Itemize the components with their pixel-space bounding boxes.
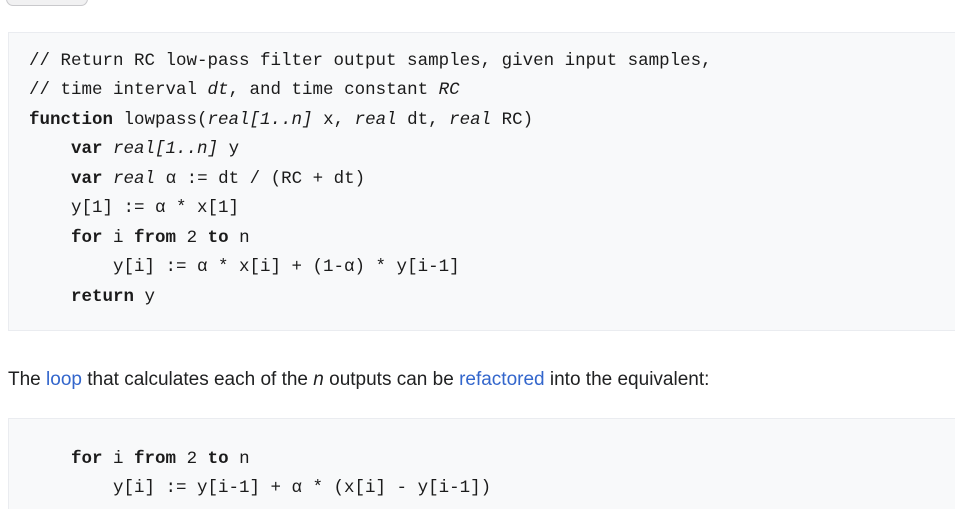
code-text: α := dt / (RC + dt) [155, 168, 366, 189]
code-text [103, 169, 114, 189]
code-indent [29, 287, 71, 307]
code-indent [29, 139, 71, 159]
code-keyword: for [71, 227, 103, 248]
code-keyword: for [71, 448, 103, 469]
code-text: dt, [396, 109, 450, 130]
paragraph-text: outputs can be [323, 369, 460, 390]
code-line: var real α := dt / (RC + dt) [29, 169, 365, 189]
code-text: 2 [176, 227, 208, 248]
code-line: // time interval dt, and time constant R… [29, 80, 460, 100]
code-keyword: from [134, 448, 177, 469]
code-italic-type: real[1..n] [207, 109, 313, 130]
code-text: i [102, 227, 135, 248]
code-indent [29, 449, 71, 469]
code-text: // Return RC low-pass filter output samp… [29, 50, 712, 71]
code-keyword: function [29, 109, 114, 130]
code-indent [29, 198, 71, 218]
code-indent [29, 257, 113, 277]
code-italic-type: real [354, 109, 397, 130]
code-text: 2 [176, 448, 208, 469]
code-keyword: to [207, 227, 229, 248]
code-indent [29, 228, 71, 248]
math-variable: n [313, 369, 324, 390]
code-italic-type: RC [438, 80, 460, 100]
code-indent [29, 478, 113, 498]
inline-link[interactable]: loop [46, 369, 82, 390]
code-line: // Return RC low-pass filter output samp… [29, 51, 712, 71]
code-text: n [228, 448, 250, 469]
code-line: return y [29, 287, 155, 307]
code-line: y[1] := α * x[1] [29, 198, 239, 218]
code-text: , and time constant [228, 80, 439, 100]
code-text: n [228, 227, 250, 248]
pseudocode-block-refactored-loop: for i from 2 to n y[i] := y[i-1] + α * (… [8, 417, 955, 509]
code-text: y[i] := α * x[i] + (1-α) * y[i-1] [113, 257, 460, 277]
refactor-description-paragraph: The loop that calculates each of the n o… [8, 366, 947, 393]
code-italic-type: real [449, 109, 492, 130]
code-line: for i from 2 to n [29, 449, 250, 469]
code-indent [29, 169, 71, 189]
browser-tab-fragment[interactable] [6, 0, 88, 6]
code-text: RC) [491, 109, 534, 130]
code-line: y[i] := y[i-1] + α * (x[i] - y[i-1]) [29, 478, 491, 498]
code-line: for i from 2 to n [29, 228, 250, 248]
code-text: y[1] := α * x[1] [71, 198, 240, 218]
code-text: y [134, 286, 156, 307]
code-text: // time interval [29, 80, 208, 100]
code-italic-type: real[1..n] [113, 139, 219, 159]
code-text: y[i] := y[i-1] + α * (x[i] - y[i-1]) [113, 478, 492, 498]
code-text: x, [312, 109, 355, 130]
paragraph-text: into the equivalent: [544, 369, 710, 390]
code-keyword: to [207, 448, 229, 469]
code-text: y [218, 139, 240, 159]
code-line: var real[1..n] y [29, 139, 239, 159]
inline-link[interactable]: refactored [459, 369, 545, 390]
code-italic-type: real [113, 168, 156, 189]
code-text: lowpass( [113, 109, 208, 130]
code-line: y[i] := α * x[i] + (1-α) * y[i-1] [29, 257, 460, 277]
code-italic-type: dt [207, 80, 229, 100]
code-keyword: from [134, 227, 177, 248]
code-keyword: var [71, 168, 103, 189]
code-keyword: return [71, 286, 135, 307]
code-line: function lowpass(real[1..n] x, real dt, … [29, 110, 533, 130]
paragraph-text: that calculates each of the [81, 369, 314, 390]
code-keyword: var [71, 139, 103, 159]
code-text: i [102, 448, 135, 469]
pseudocode-block-lowpass-filter: // Return RC low-pass filter output samp… [8, 31, 955, 331]
paragraph-text: The [8, 369, 47, 390]
code-text [103, 139, 114, 159]
